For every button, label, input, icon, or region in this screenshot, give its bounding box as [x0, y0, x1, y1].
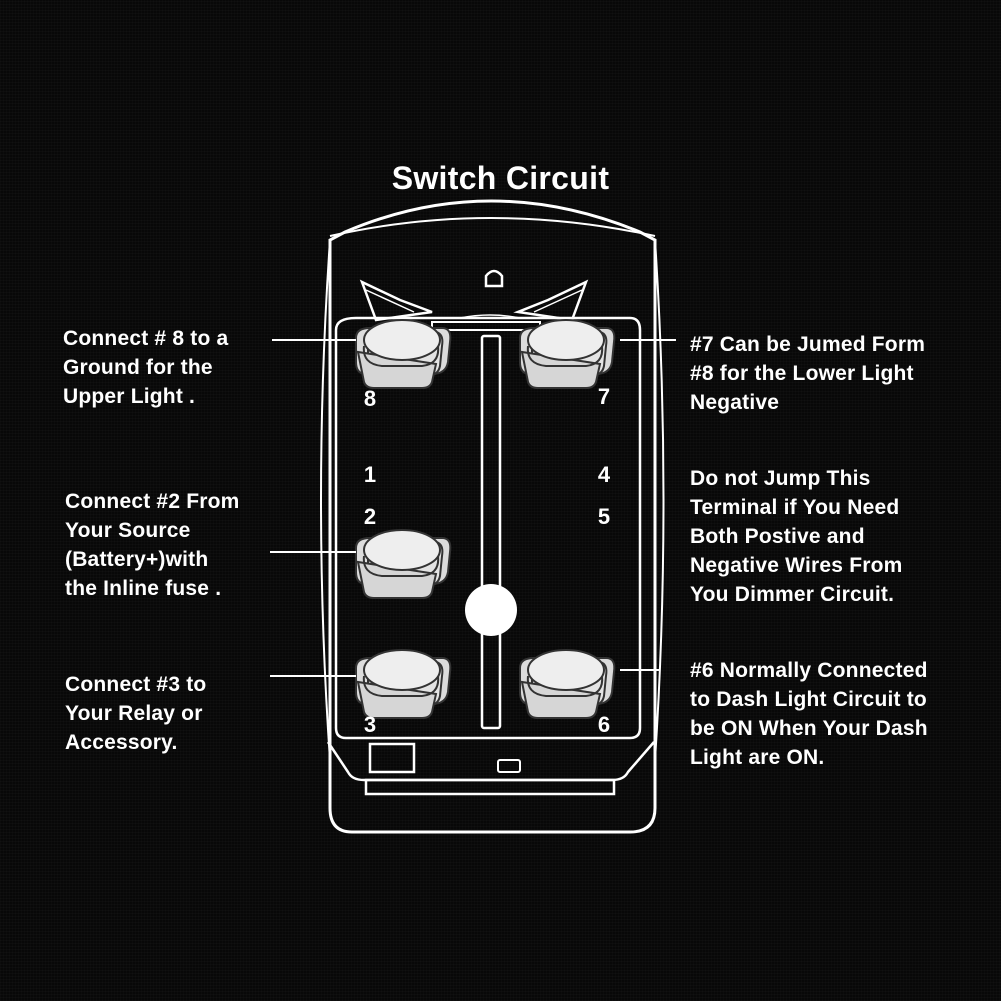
pin-label-7: 7 — [597, 384, 611, 409]
pin-label-8: 8 — [363, 386, 377, 411]
pin-label-4: 4 — [597, 462, 611, 487]
pin-label-6: 6 — [597, 712, 611, 737]
note-pin-7: #7 Can be Jumed Form #8 for the Lower Li… — [690, 333, 926, 414]
note-pin-2: Connect #2 From Your Source (Battery+)wi… — [65, 490, 240, 600]
top-notch — [484, 269, 504, 288]
center-dot — [465, 584, 517, 636]
pin-label-2: 2 — [363, 504, 377, 529]
note-pin-6: #6 Normally Connected to Dash Light Circ… — [690, 659, 928, 769]
switch-housing — [328, 199, 657, 834]
note-pins-4-5: Do not Jump This Terminal if You Need Bo… — [690, 467, 903, 606]
pin-label-3: 3 — [363, 712, 377, 737]
center-rail — [480, 334, 502, 730]
bottom-tab — [326, 741, 655, 782]
note-pin-3: Connect #3 to Your Relay or Accessory. — [65, 673, 207, 754]
inner-frame — [334, 316, 642, 740]
diagram-title: Switch Circuit — [391, 160, 610, 196]
terminal-7 — [519, 319, 616, 389]
right-clip — [513, 279, 589, 322]
terminal-6 — [519, 649, 616, 719]
pin-label-1: 1 — [363, 462, 377, 487]
terminal-2 — [355, 529, 452, 599]
terminal-8 — [355, 319, 452, 389]
note-pin-8: Connect # 8 to a Ground for the Upper Li… — [63, 327, 229, 408]
left-clip — [359, 279, 433, 322]
pin-label-5: 5 — [597, 504, 611, 529]
terminal-3 — [355, 649, 452, 719]
